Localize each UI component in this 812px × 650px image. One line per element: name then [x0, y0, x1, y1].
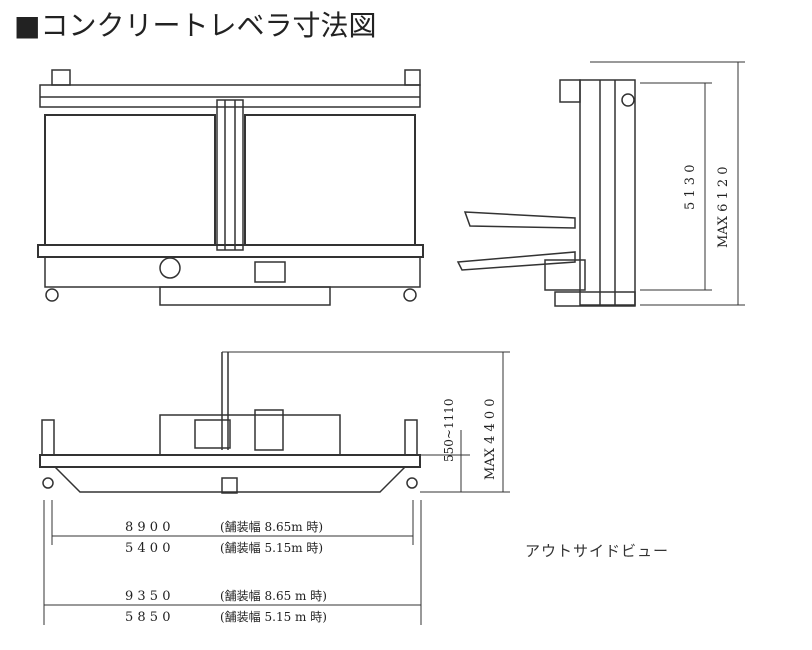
- front-wheel-left: [45, 288, 59, 302]
- outside-leg-left: [41, 419, 55, 456]
- front-control-box: [254, 261, 286, 283]
- dim-note-5400: (舗装幅 5.15m 時): [220, 540, 323, 555]
- outside-view-caption: アウトサイドビュー: [525, 542, 670, 560]
- side-main-frame: [579, 79, 636, 306]
- dim-note-8900: (舗装幅 8.65m 時): [220, 519, 323, 534]
- dim-label-550-1110: 550~1110: [442, 399, 456, 463]
- outside-view-drawing: [39, 351, 510, 494]
- dim-note-9350: (舗装幅 8.65 m 時): [220, 588, 327, 603]
- front-top-frame: [39, 84, 421, 108]
- dim-label-8900: 8 9 0 0: [125, 520, 170, 535]
- outside-engine: [194, 419, 231, 449]
- outside-wheel-left: [42, 477, 54, 489]
- outside-machine-body: [159, 414, 341, 456]
- outside-wheel-right: [406, 477, 418, 489]
- side-drive-unit: [544, 259, 586, 291]
- dim-label-max-6120: MAX 6 1 2 0: [716, 166, 731, 248]
- front-lower-frame: [37, 244, 424, 258]
- front-wheel-right: [403, 288, 417, 302]
- side-upper-blade: [463, 211, 576, 229]
- front-panel-left: [44, 114, 216, 246]
- dim-label-5400: 5 4 0 0: [125, 541, 170, 556]
- side-pulley: [621, 93, 635, 107]
- side-lower-blade: [456, 251, 576, 271]
- side-view-dimensions: [590, 61, 745, 306]
- outside-screed: [54, 466, 406, 493]
- title-text: ■コンクリートレベラ寸法図: [14, 9, 377, 42]
- front-view-drawing: [37, 69, 424, 306]
- side-view-drawing: [456, 79, 636, 307]
- dim-label-5850: 5 8 5 0: [125, 610, 170, 625]
- front-center-column: [216, 99, 244, 251]
- front-top-post-right: [404, 69, 421, 86]
- dim-note-5850: (舗装幅 5.15 m 時): [220, 609, 327, 624]
- dim-label-9350: 9 3 5 0: [125, 589, 170, 604]
- side-top-block: [559, 79, 581, 103]
- front-lower-body: [44, 256, 421, 288]
- outside-leg-right: [404, 419, 418, 456]
- outside-center-foot: [221, 477, 238, 494]
- outside-cabin: [254, 409, 284, 451]
- outside-beam: [39, 454, 421, 468]
- outside-view-dimensions: [43, 352, 510, 625]
- front-top-post-left: [51, 69, 71, 86]
- front-base-block: [159, 286, 331, 306]
- side-base: [554, 291, 636, 307]
- page-title: ■コンクリートレベラ寸法図: [14, 6, 376, 46]
- front-motor: [159, 257, 181, 279]
- front-panel-right: [244, 114, 416, 246]
- dim-label-5130: 5 1 3 0: [683, 165, 698, 210]
- dim-label-max-4400: MAX 4 4 0 0: [483, 398, 498, 480]
